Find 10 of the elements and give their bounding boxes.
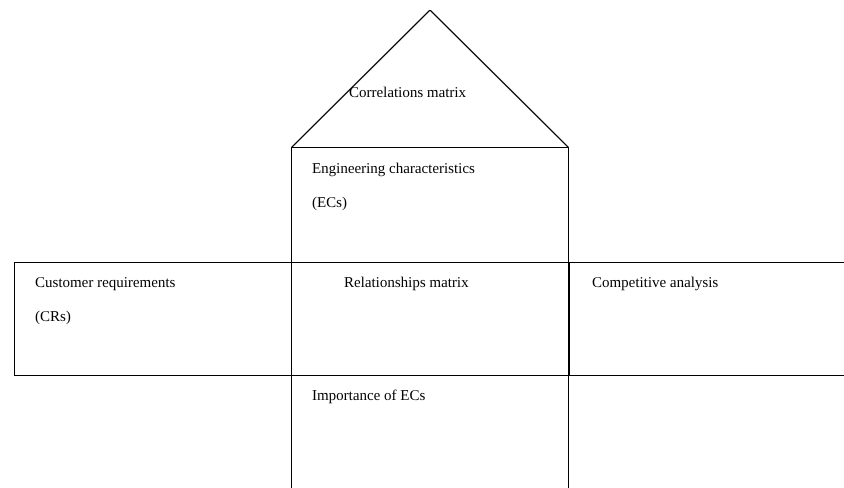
header-label: Competitive analysis <box>592 274 720 293</box>
matrix-box <box>291 375 569 488</box>
matrix-label: Relationships matrix <box>344 274 470 293</box>
header-label: Importance of ECs <box>312 387 426 406</box>
matrix-label: Correlations matrix <box>349 84 468 103</box>
matrix-box <box>14 262 292 376</box>
header-label: Customer requirements (CRs) <box>35 274 176 327</box>
header-label: Engineering characteristics (ECs) <box>312 160 476 213</box>
matrix-box <box>569 262 844 376</box>
matrix-box <box>291 147 569 263</box>
